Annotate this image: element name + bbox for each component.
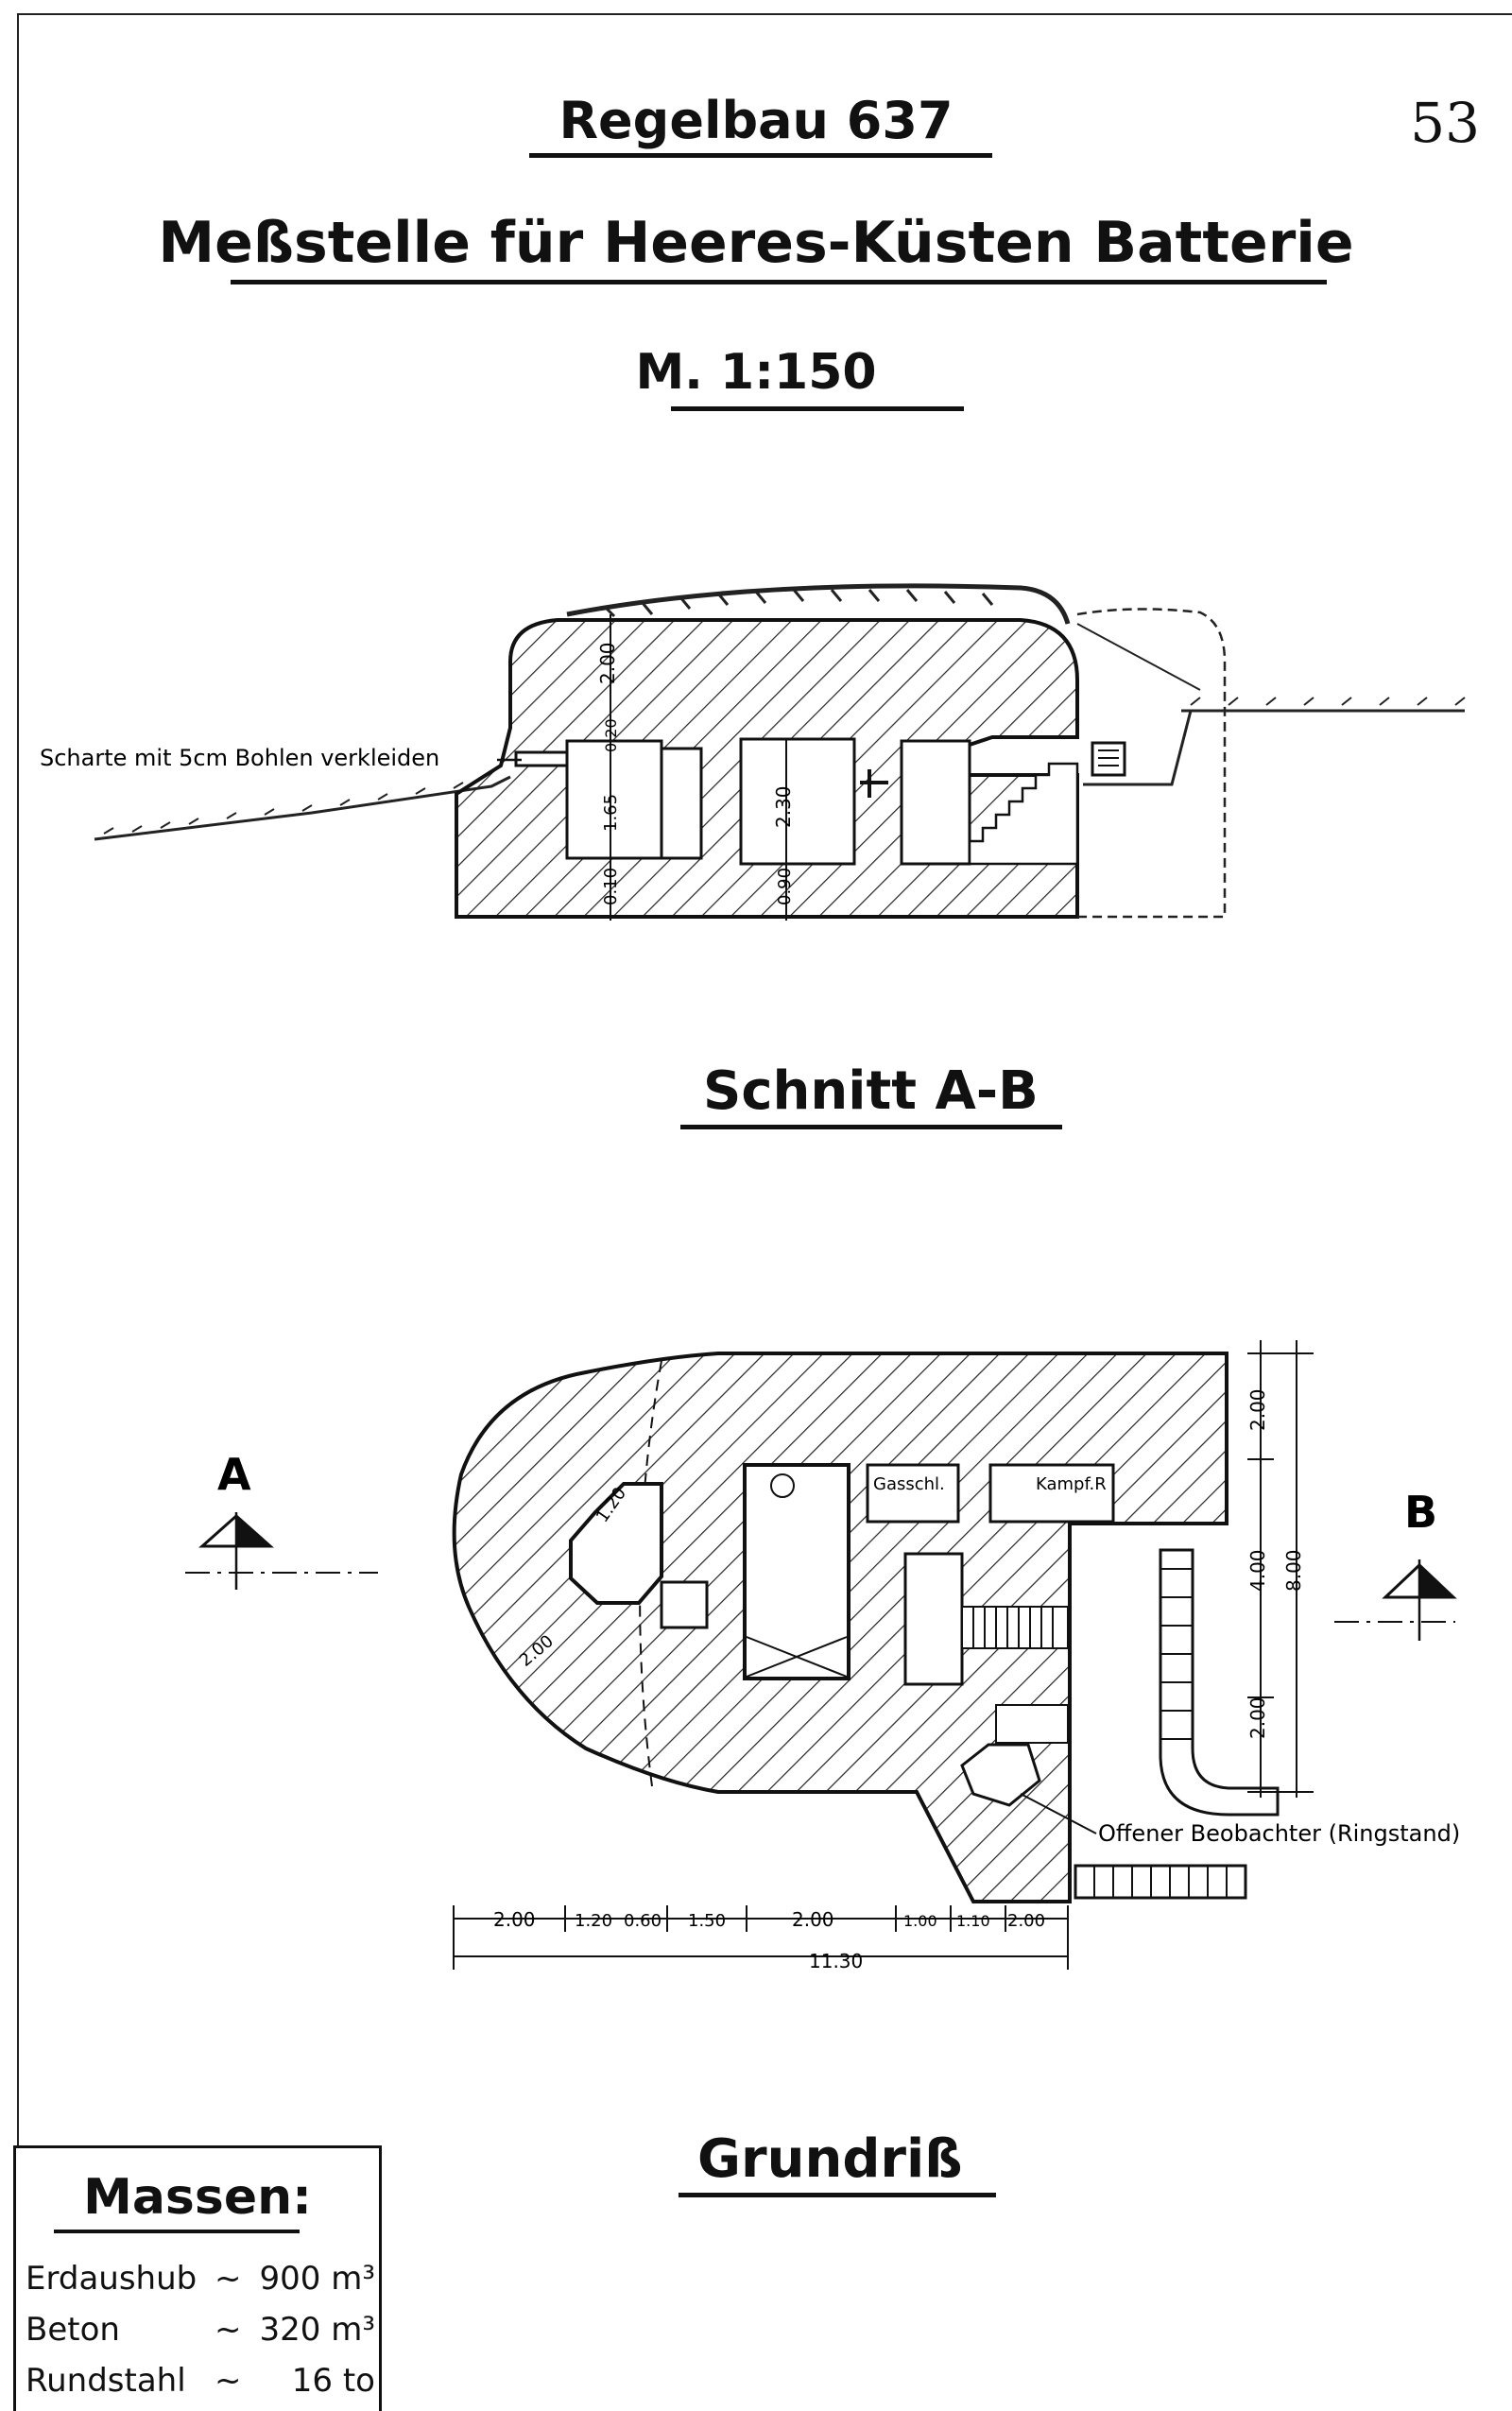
room-label-kampfr: Kampf.R [1036, 1474, 1107, 1494]
dim-chain-right [1260, 1340, 1297, 1798]
plan-room-main [743, 1463, 850, 1680]
ground-line-left [94, 775, 511, 841]
plan-room-gasschl [866, 1463, 960, 1524]
section-view: Scharte mit 5cm Bohlen verkleiden 2.00 0… [40, 583, 1466, 921]
massen-row-name: Beton [26, 2311, 120, 2349]
plan-octagon-room [569, 1482, 663, 1605]
subtitle-underline [231, 280, 1327, 284]
dim-bottom-3: 0.60 [624, 1911, 662, 1931]
trench-outline [1076, 608, 1227, 919]
dim-room2-height: 2.30 [772, 785, 795, 828]
massen-row-approx: ~ [215, 2362, 242, 2400]
title-underline [529, 153, 992, 158]
ringstand-callout: Offener Beobachter (Ringstand) [1098, 1820, 1460, 1847]
dim-bottom-4: 1.50 [688, 1911, 726, 1931]
marker-a: A [217, 1449, 251, 1500]
massen-row-value: 900 m³ [259, 2260, 375, 2298]
massen-row-name: Erdaushub [26, 2260, 198, 2298]
marker-b: B [1404, 1487, 1437, 1538]
massen-row-name: Rundstahl [26, 2362, 186, 2400]
plan-ringstand [960, 1743, 1041, 1807]
embrasure [514, 750, 569, 767]
massen-row-approx: ~ [215, 2260, 242, 2298]
drawing-sheet-border [17, 13, 1512, 2411]
scale-label: M. 1:150 [635, 344, 877, 401]
page-number: 53 [1410, 91, 1480, 155]
dim-bottom-5: 2.00 [792, 1908, 834, 1931]
section-label: Schnitt A-B [703, 1060, 1039, 1122]
massen-title-underline [54, 2230, 300, 2233]
plan-corridor [903, 1552, 964, 1686]
dim-sill: 0.20 [602, 718, 620, 752]
dim-right-total: 8.00 [1282, 1549, 1305, 1592]
massen-table: Massen: Erdaushub ~ 900 m³ Beton ~ 320 m… [13, 2145, 382, 2411]
dim-wall-top: 2.00 [596, 642, 619, 684]
dim-right-2: 4.00 [1246, 1549, 1269, 1592]
section-stairs [968, 762, 1079, 866]
dim-floor: 0.10 [601, 868, 621, 905]
section-label-underline [680, 1125, 1062, 1129]
dim-bottom-8: 2.00 [1007, 1911, 1045, 1931]
dim-bottom-7: 1.10 [956, 1912, 990, 1930]
massen-row-value: 320 m³ [259, 2311, 375, 2349]
dim-right-1: 2.00 [1246, 1388, 1269, 1431]
plan-trench-bottom [1074, 1864, 1247, 1900]
section-room-1 [565, 739, 663, 860]
dim-bottom-6: 1.00 [903, 1912, 937, 1930]
scale-underline [671, 406, 964, 411]
section-room-3 [900, 739, 971, 866]
massen-row-value: 16 to [291, 2362, 375, 2400]
dim-bottom-2: 1.20 [575, 1911, 612, 1931]
massen-row-approx: ~ [215, 2311, 242, 2349]
plan-label-underline [679, 2193, 996, 2197]
dim-chain-bottom [454, 1918, 1068, 1957]
plan-view: Gasschl. Kampf.R Offener Beobachter (Rin… [185, 1340, 1460, 1972]
section-room-2 [739, 737, 856, 866]
plan-room-kampfr [988, 1463, 1115, 1524]
plan-trench [1159, 1548, 1280, 1817]
dim-foundation: 0.90 [775, 868, 795, 905]
plan-label: Grundriß [697, 2128, 963, 2190]
dim-total: 11.30 [809, 1950, 863, 1972]
drawing-title: Regelbau 637 [558, 91, 954, 150]
earth-cover [566, 583, 1071, 625]
massen-title: Massen: [83, 2169, 312, 2226]
room-label-gasschl: Gasschl. [873, 1474, 945, 1494]
dim-bottom-1: 2.00 [493, 1908, 536, 1931]
dim-right-3: 2.00 [1246, 1696, 1269, 1739]
scharte-note: Scharte mit 5cm Bohlen verkleiden [40, 745, 439, 771]
dim-room-height: 1.65 [601, 794, 621, 832]
drawing-subtitle: Meßstelle für Heeres-Küsten Batterie [158, 210, 1354, 276]
